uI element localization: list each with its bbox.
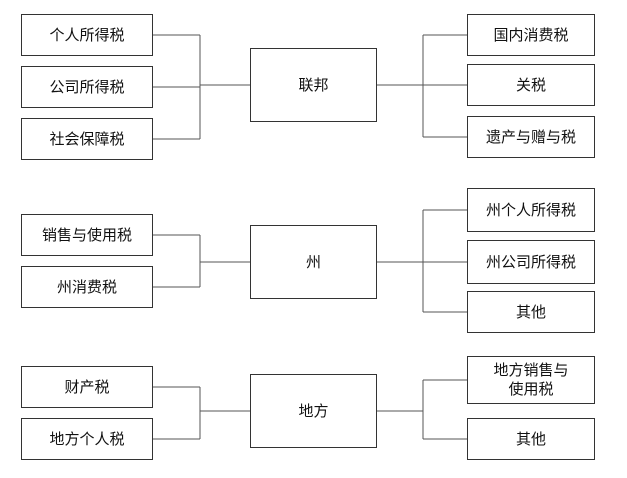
right-box-domestic-excise-tax: 国内消费税 bbox=[467, 14, 595, 56]
left-box-local-personal-tax: 地方个人税 bbox=[21, 418, 153, 460]
right-box-state-corporate-income-tax: 州公司所得税 bbox=[467, 240, 595, 284]
center-box-federal: 联邦 bbox=[250, 48, 377, 122]
left-box-sales-use-tax: 销售与使用税 bbox=[21, 214, 153, 256]
right-box-local-other: 其他 bbox=[467, 418, 595, 460]
left-box-property-tax: 财产税 bbox=[21, 366, 153, 408]
right-box-local-sales-use-tax: 地方销售与 使用税 bbox=[467, 356, 595, 404]
right-box-customs-duty: 关税 bbox=[467, 64, 595, 106]
left-box-personal-income-tax: 个人所得税 bbox=[21, 14, 153, 56]
left-box-corporate-income-tax: 公司所得税 bbox=[21, 66, 153, 108]
left-box-state-excise-tax: 州消费税 bbox=[21, 266, 153, 308]
right-box-state-personal-income-tax: 州个人所得税 bbox=[467, 188, 595, 232]
left-box-social-security-tax: 社会保障税 bbox=[21, 118, 153, 160]
center-box-state: 州 bbox=[250, 225, 377, 299]
right-box-state-other: 其他 bbox=[467, 291, 595, 333]
center-box-local: 地方 bbox=[250, 374, 377, 448]
right-box-estate-gift-tax: 遗产与赠与税 bbox=[467, 116, 595, 158]
